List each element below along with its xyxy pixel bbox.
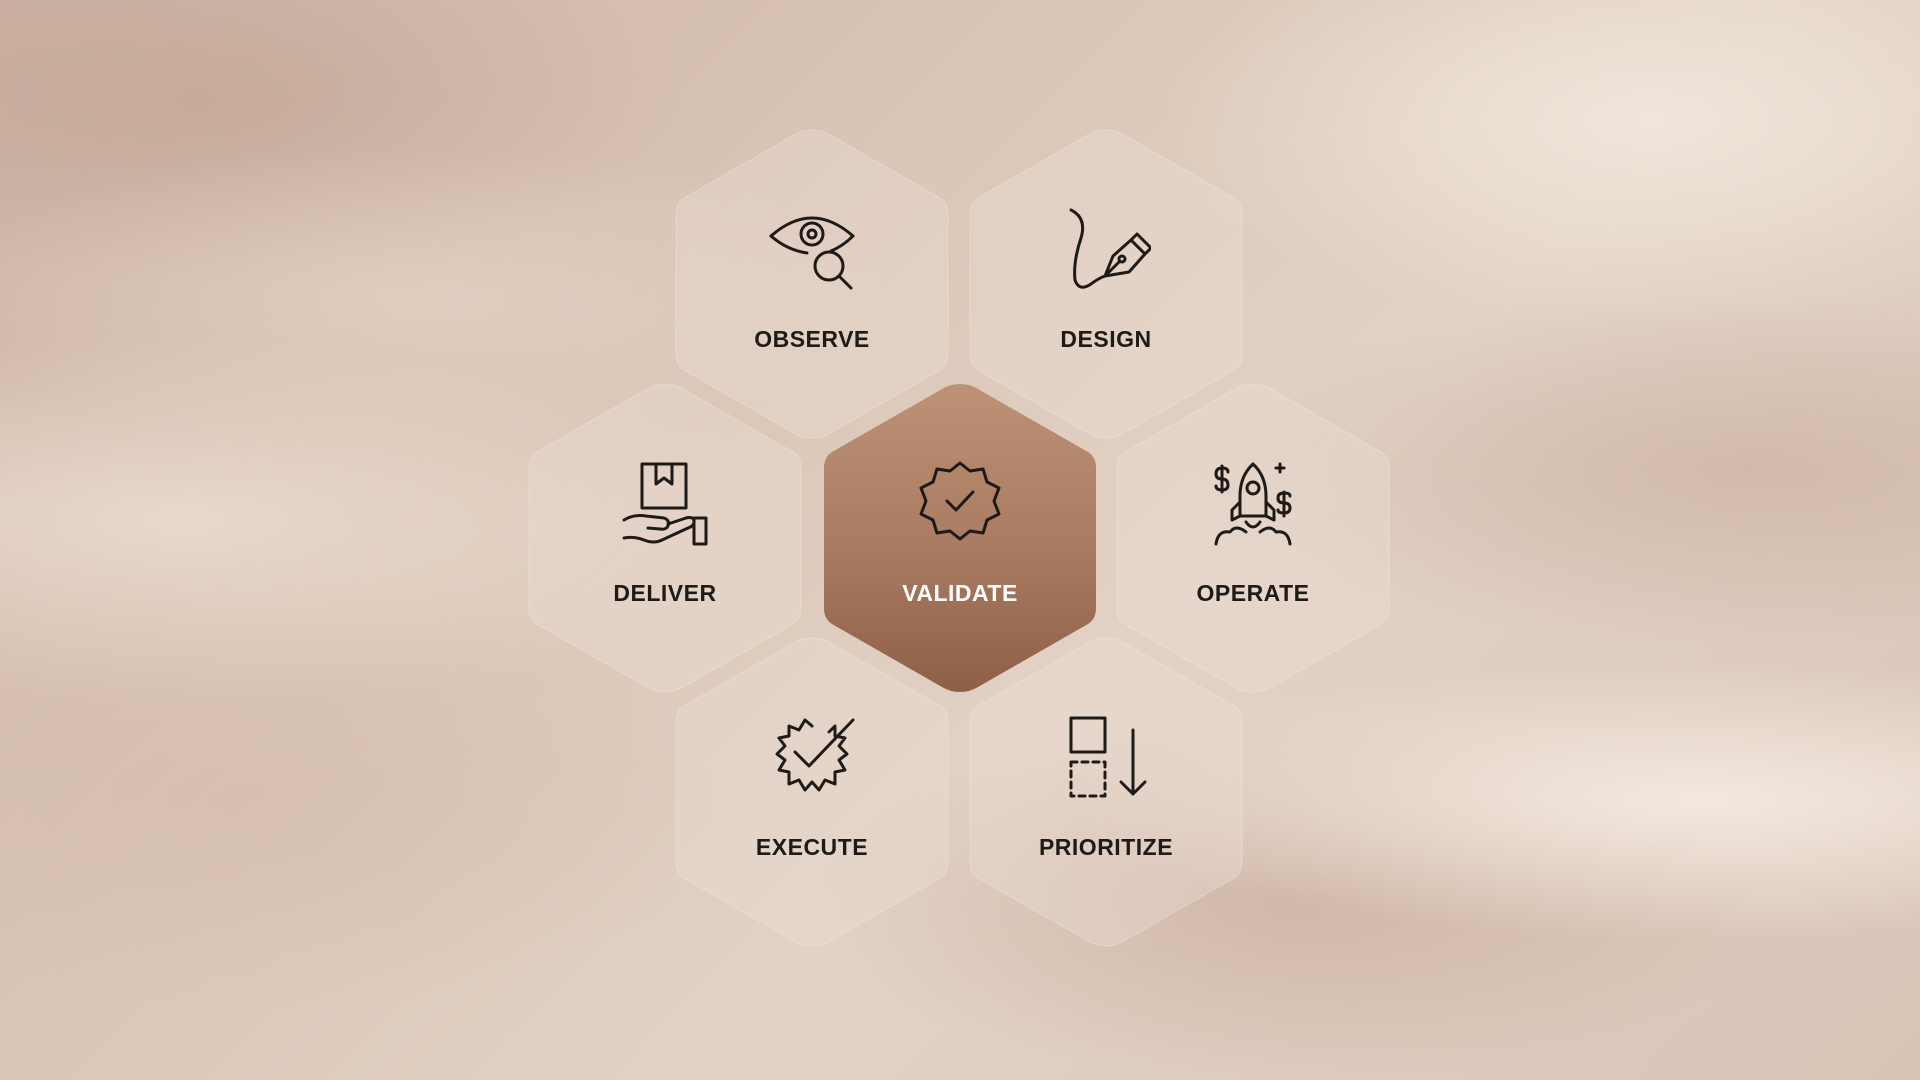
hex-operate: OPERATE	[1113, 380, 1393, 696]
hex-operate-label: OPERATE	[1196, 580, 1310, 606]
hand-box-icon	[620, 458, 710, 548]
hex-observe-label: OBSERVE	[754, 326, 870, 352]
hex-deliver-label: DELIVER	[613, 580, 717, 606]
hex-execute-label: EXECUTE	[755, 834, 869, 860]
hex-prioritize-shape	[969, 637, 1243, 947]
hex-observe-shape	[675, 129, 949, 439]
hex-execute-shape	[675, 637, 949, 947]
gear-check-icon	[767, 712, 857, 802]
badge-check-icon	[915, 458, 1005, 548]
hex-prioritize-label: PRIORITIZE	[1038, 834, 1174, 860]
sort-down-icon	[1061, 712, 1151, 802]
hex-design: DESIGN	[966, 126, 1246, 442]
hex-observe: OBSERVE	[672, 126, 952, 442]
eye-search-icon	[767, 204, 857, 294]
hex-execute: EXECUTE	[672, 634, 952, 950]
hex-validate-label: VALIDATE	[902, 580, 1018, 606]
rocket-money-icon	[1208, 458, 1298, 548]
hex-deliver: DELIVER	[525, 380, 805, 696]
hex-prioritize: PRIORITIZE	[966, 634, 1246, 950]
hex-design-label: DESIGN	[1060, 326, 1152, 352]
hex-design-shape	[969, 129, 1243, 439]
pen-nib-icon	[1061, 204, 1153, 294]
hex-operate-shape	[1116, 383, 1390, 693]
hex-validate: VALIDATE	[820, 380, 1100, 696]
